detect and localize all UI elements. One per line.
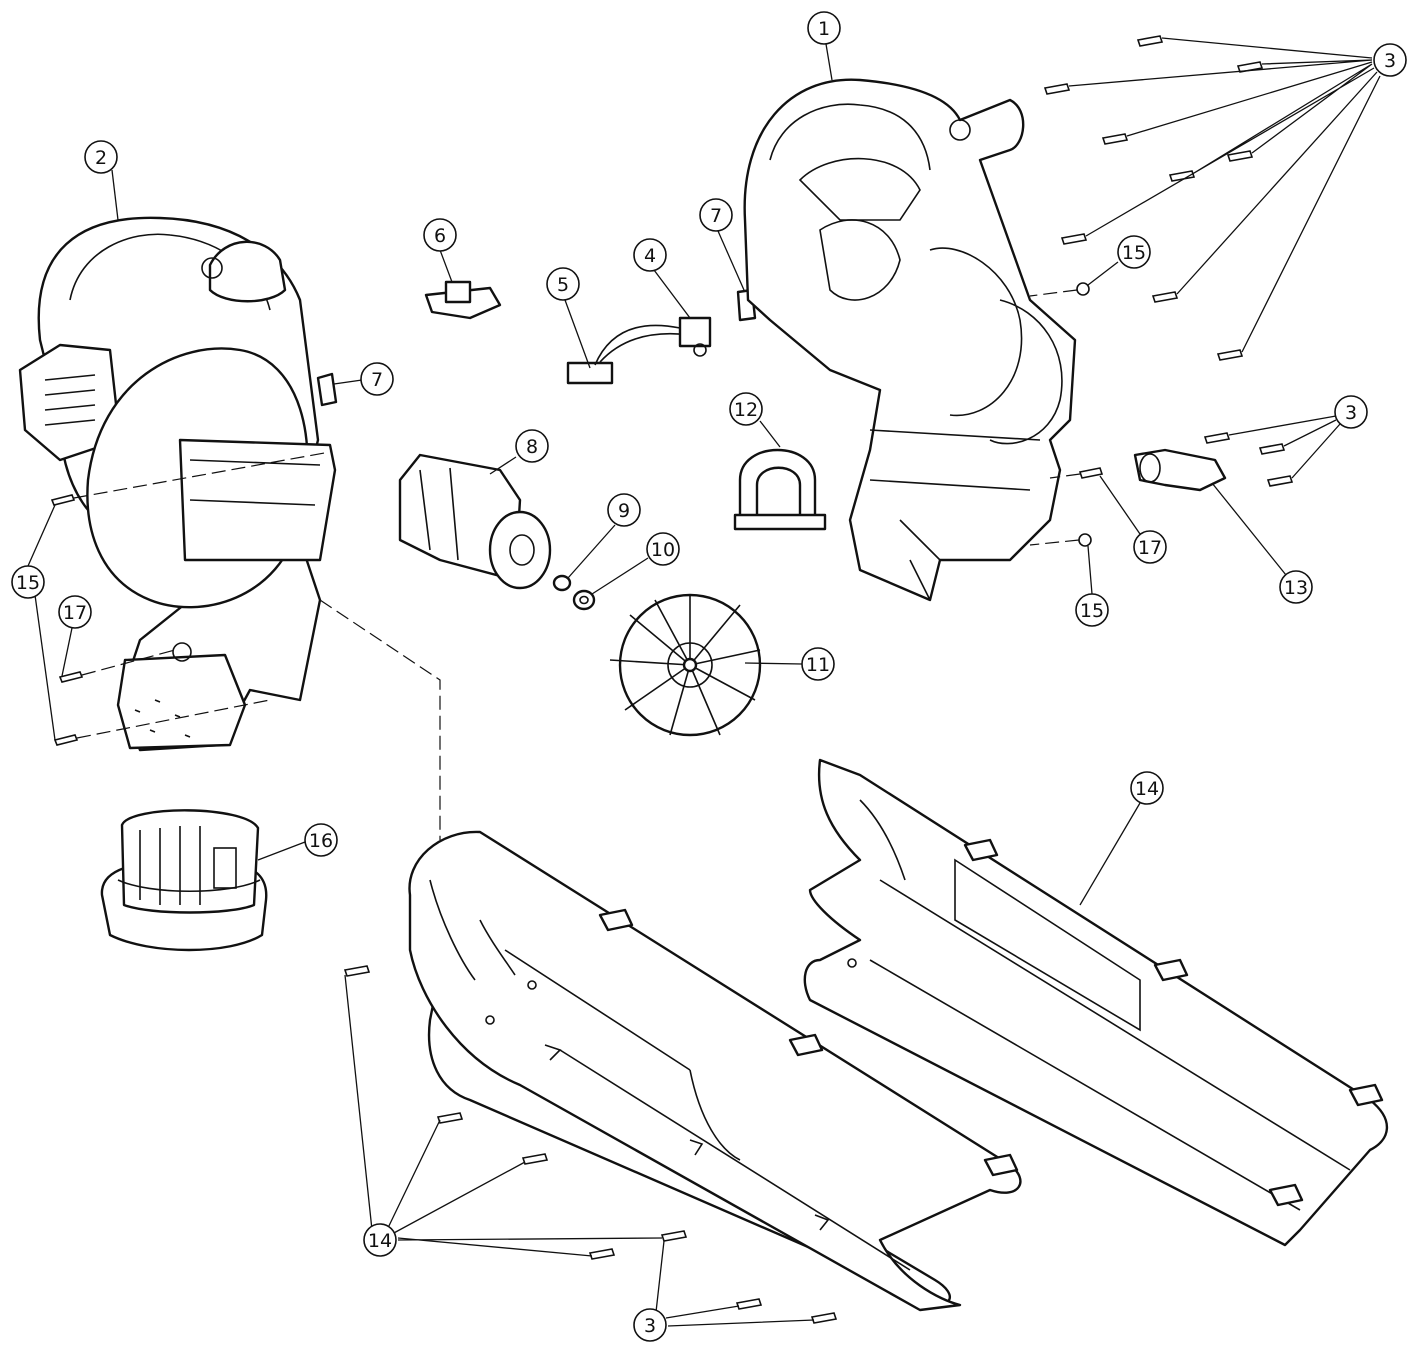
part-washers: [552, 574, 596, 611]
part-intake-collar: [100, 809, 268, 952]
part-switch-plate: [424, 280, 502, 320]
tube-screws: [343, 965, 616, 1260]
svg-text:13: 13: [1284, 577, 1308, 599]
svg-text:14: 14: [1135, 778, 1159, 800]
callout-15b: 15: [1117, 235, 1151, 269]
callout-6: 6: [423, 218, 457, 252]
part-tube-upper: [803, 758, 1389, 1247]
callout-group-8: 8: [489, 429, 549, 475]
part-bracket: [733, 448, 827, 531]
callout-group-6: 6: [423, 218, 457, 283]
callout-group-16: 16: [257, 823, 338, 861]
svg-text:15: 15: [1080, 600, 1104, 622]
part-motor: [398, 453, 552, 590]
svg-text:16: 16: [309, 830, 333, 852]
svg-text:7: 7: [710, 205, 722, 227]
screws-top-right: [1043, 35, 1381, 361]
callout-17a: 17: [58, 595, 92, 629]
svg-text:3: 3: [1345, 402, 1357, 424]
callout-group-7b: 7: [699, 198, 745, 291]
callout-16: 16: [304, 823, 338, 857]
callout-14a: 14: [363, 1223, 397, 1257]
callout-14b: 14: [1130, 771, 1164, 805]
svg-text:7: 7: [371, 369, 383, 391]
svg-text:17: 17: [1138, 537, 1162, 559]
part-switch-wiring: [566, 316, 712, 385]
part-right-housing: [743, 78, 1077, 602]
part-clip-left: [316, 372, 338, 407]
alignment-line: [319, 599, 441, 840]
callout-group-4: 4: [633, 238, 691, 319]
callout-5: 5: [546, 267, 580, 301]
callout-1: 1: [807, 11, 841, 45]
svg-text:3: 3: [1384, 50, 1396, 72]
callout-8: 8: [515, 429, 549, 463]
callout-group-3a: 3: [1373, 43, 1407, 77]
callout-group-1: 1: [807, 11, 841, 81]
svg-text:6: 6: [434, 225, 446, 247]
callout-7b: 7: [699, 198, 733, 232]
callout-group-11: 11: [744, 647, 835, 681]
right-fasteners: [1029, 282, 1104, 547]
svg-text:11: 11: [806, 654, 830, 676]
callout-group-9: 9: [567, 493, 641, 579]
callout-group-14a: 14: [363, 1223, 663, 1257]
svg-text:8: 8: [526, 436, 538, 458]
left-screws: [50, 451, 331, 746]
svg-text:3: 3: [644, 1315, 656, 1337]
svg-text:15: 15: [16, 572, 40, 594]
screws-middle-right: [1203, 415, 1341, 487]
svg-text:14: 14: [368, 1230, 392, 1252]
callout-17b: 17: [1133, 530, 1167, 564]
callout-15c: 15: [1075, 593, 1109, 627]
callout-2: 2: [84, 140, 118, 174]
callout-group-14b: 14: [1079, 771, 1164, 906]
svg-text:15: 15: [1122, 242, 1146, 264]
callout-9: 9: [607, 493, 641, 527]
svg-text:4: 4: [644, 245, 656, 267]
callout-group-7a: 7: [333, 362, 394, 396]
callout-4: 4: [633, 238, 667, 272]
svg-text:17: 17: [63, 602, 87, 624]
svg-text:2: 2: [95, 147, 107, 169]
callout-group-17b: 17: [1099, 475, 1167, 564]
callout-3a: 3: [1373, 43, 1407, 77]
callout-group-10: 10: [591, 532, 680, 595]
svg-text:12: 12: [734, 399, 758, 421]
screws-bottom: [655, 1230, 838, 1327]
svg-text:9: 9: [618, 500, 630, 522]
callout-group-17a: 17: [58, 595, 92, 677]
callout-15a: 15: [11, 565, 45, 599]
callout-group-15b: 15: [1087, 235, 1151, 286]
part-left-housing: [18, 216, 337, 752]
callout-group-3b: 3: [1334, 395, 1368, 429]
svg-text:1: 1: [818, 18, 830, 40]
callout-group-15c: 15: [1075, 545, 1109, 627]
callout-12: 12: [729, 392, 763, 426]
callout-10: 10: [646, 532, 680, 566]
callout-11: 11: [801, 647, 835, 681]
callout-group-5: 5: [546, 267, 591, 369]
part-nozzle-clip: [1133, 448, 1227, 492]
callout-group-3c: 3: [633, 1308, 667, 1342]
callout-group-2: 2: [84, 140, 119, 221]
callout-7a: 7: [360, 362, 394, 396]
part-impeller: [609, 593, 762, 737]
callout-3c: 3: [633, 1308, 667, 1342]
svg-text:5: 5: [557, 274, 569, 296]
callout-group-12: 12: [729, 392, 781, 448]
callout-group-13: 13: [1211, 482, 1313, 604]
callout-13: 13: [1279, 570, 1313, 604]
svg-text:10: 10: [651, 539, 675, 561]
part-tube-lower: [408, 830, 1022, 1312]
callout-3b: 3: [1334, 395, 1368, 429]
callout-group-15a: 15: [11, 504, 56, 741]
